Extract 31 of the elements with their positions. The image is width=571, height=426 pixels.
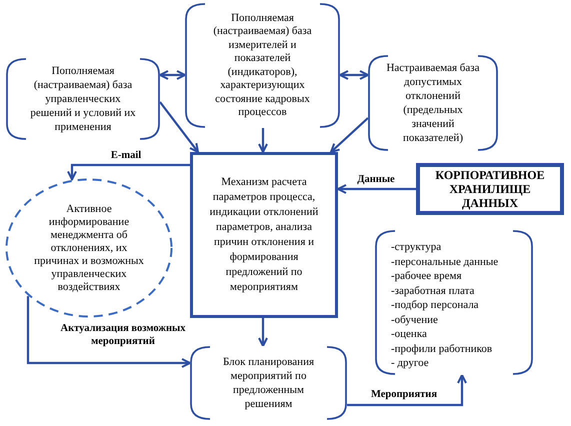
box-text: Пополняемая (настраиваемая) база управленческих решений и условий их применения	[29, 64, 137, 134]
list-item: -персональные данные	[391, 254, 498, 269]
arrow	[67, 164, 190, 180]
edge-label: Мероприятия	[370, 388, 438, 401]
double-arrow	[159, 70, 186, 80]
list-item: -оценка	[391, 327, 427, 342]
process-box	[190, 152, 338, 318]
list-item: -подбор персонала	[391, 298, 479, 312]
dashed-ellipse	[5, 178, 173, 318]
list-item: -рабочее время	[391, 269, 462, 284]
box-text: Активное информирование менеджмента об отклонениях, их причинах и возможных управленческих воздействиях	[33, 202, 145, 294]
arrow	[347, 374, 467, 406]
box-text: Механизм расчета параметров процесса, индикации отклонений параметров, анализа причин отклонения и формирования предложений по мероприятиям	[208, 175, 320, 295]
box-text: Настраиваемая база допустимых отклонений (предельных значений показателей)	[385, 61, 481, 145]
list-item: -обучение	[391, 312, 438, 327]
arrow	[330, 117, 369, 153]
arrow	[159, 101, 199, 153]
arrow	[337, 184, 416, 194]
box-text: Пополняемая (настраиваемая) база измерителей и показателей (индикаторов), характеризующих состояние кадровых процессов	[212, 12, 313, 120]
list-item: -структура	[391, 240, 442, 254]
arrow	[258, 318, 268, 347]
storage-box	[416, 163, 564, 215]
list-item: -профили работников	[391, 342, 492, 356]
box-text: Блок планирования мероприятий по предложенным решениям	[222, 355, 316, 411]
edge-label: Данные	[356, 173, 396, 186]
box-text: КОРПОРАТИВНОЕ ХРАНИЛИЩЕ ДАННЫХ	[434, 168, 546, 210]
list-item: - другое	[391, 356, 429, 370]
arrow	[258, 128, 268, 153]
double-arrow	[339, 70, 369, 80]
list-item: -заработная плата	[391, 284, 474, 298]
arrow	[26, 296, 191, 368]
